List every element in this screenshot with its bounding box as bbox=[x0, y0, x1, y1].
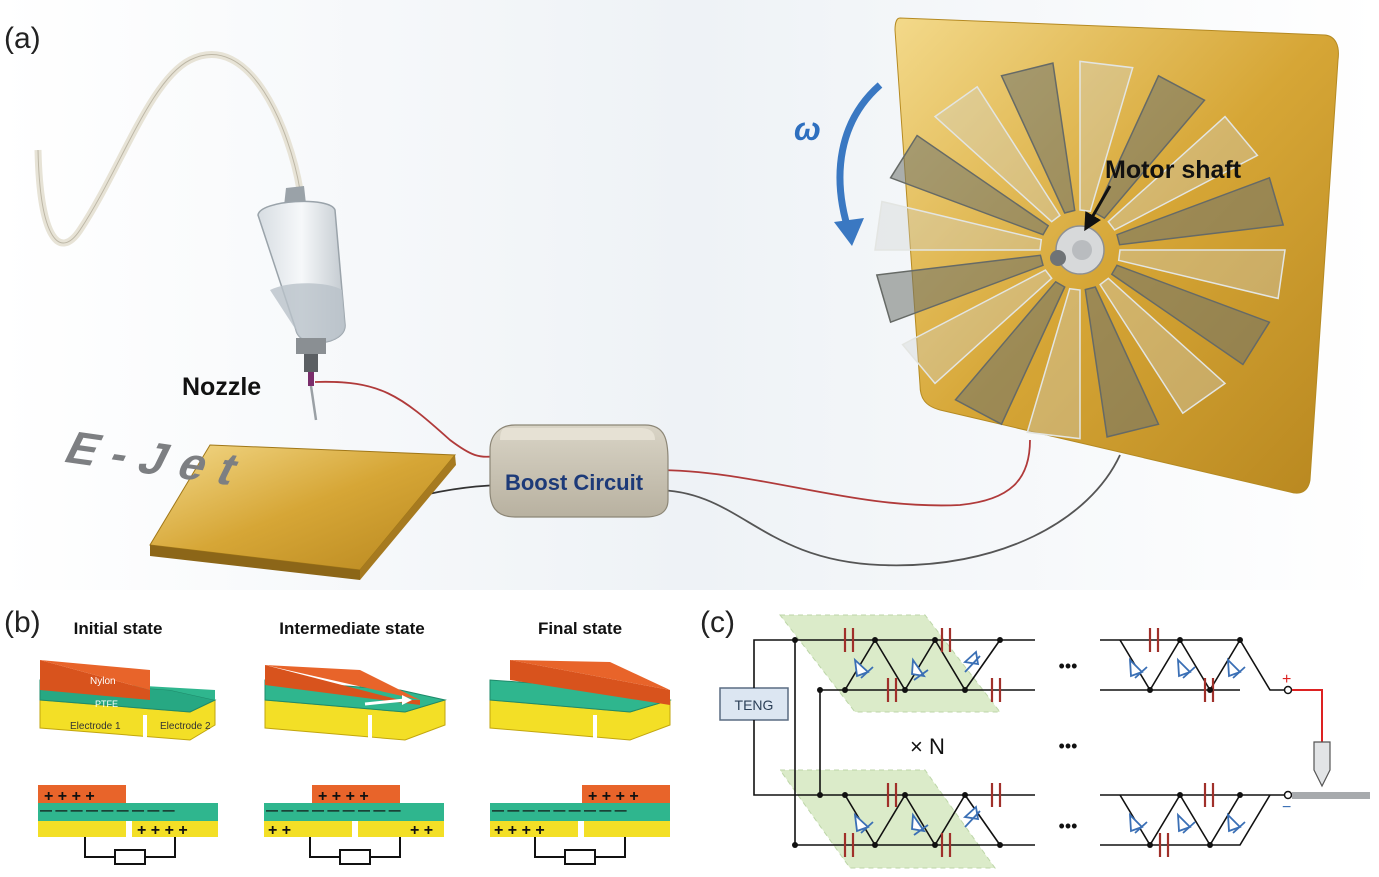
stage-multiplier: × N bbox=[910, 734, 945, 759]
boost-circuit-label: Boost Circuit bbox=[505, 470, 644, 495]
teng-rotor bbox=[874, 17, 1339, 494]
rotor-blade bbox=[874, 200, 1043, 251]
wire-motor-black bbox=[654, 454, 1121, 567]
charge-final: + + + + — — — — — — — — — + + + + bbox=[490, 785, 670, 865]
feed-tube-edge bbox=[37, 54, 301, 244]
ellipsis-top: ••• bbox=[1059, 656, 1078, 676]
omega-label: ω bbox=[794, 111, 821, 147]
teng-source-label: TENG bbox=[735, 697, 774, 713]
rotor-blade bbox=[875, 254, 1044, 324]
positive-sign: + bbox=[1282, 671, 1291, 688]
nozzle-label: Nozzle bbox=[182, 373, 261, 401]
charge-intermediate-bottom-right: + + bbox=[410, 822, 433, 839]
layer-ptfe-label: PTFE bbox=[95, 699, 118, 709]
panel-b: (b) Initial state Intermediate state Fin… bbox=[4, 606, 672, 865]
nozzle-symbol bbox=[1313, 741, 1331, 788]
syringe bbox=[257, 186, 346, 421]
rotor-blade bbox=[1084, 286, 1160, 438]
output-terminal-negative bbox=[1283, 790, 1293, 800]
rotation-arrow bbox=[836, 82, 883, 237]
state-intermediate-title: Intermediate state bbox=[279, 619, 425, 638]
charge-intermediate-dash: — — — — — — — — — bbox=[266, 803, 401, 817]
rotor-blade bbox=[1107, 115, 1259, 231]
rotor-blade bbox=[889, 134, 1050, 236]
ellipsis-bottom: ••• bbox=[1059, 816, 1078, 836]
charge-intermediate-top: + + + + bbox=[318, 788, 369, 805]
rotor-blade bbox=[1117, 249, 1286, 300]
rotor-blade bbox=[1079, 60, 1134, 213]
output-terminal-positive bbox=[1283, 685, 1293, 695]
motor-shaft-pointer bbox=[1084, 185, 1112, 232]
panel-a-label: (a) bbox=[4, 22, 41, 55]
syringe-cap bbox=[296, 338, 326, 354]
rotation-arrowhead bbox=[834, 218, 864, 246]
wire-nozzle-red bbox=[314, 380, 501, 458]
charge-initial: + + + + — — — — — — — — — + + + + bbox=[38, 785, 218, 865]
nozzle-tip bbox=[308, 372, 314, 386]
state-final-title: Final state bbox=[538, 619, 622, 638]
rotor-blade bbox=[1110, 264, 1271, 366]
rotor-blade bbox=[954, 280, 1066, 426]
stack-initial: Nylon PTFE Electrode 1 Electrode 2 bbox=[39, 660, 217, 741]
motor-shaft-label: Motor shaft bbox=[1105, 156, 1242, 184]
rotor-blade bbox=[1099, 277, 1227, 415]
stack-final bbox=[489, 660, 672, 741]
charge-intermediate: + + + + — — — — — — — — — + + + + bbox=[264, 785, 444, 865]
negative-sign: − bbox=[1282, 799, 1291, 816]
charge-initial-dash: — — — — — — — — — bbox=[40, 803, 175, 817]
state-initial-title: Initial state bbox=[74, 619, 163, 638]
substrate-symbol bbox=[1292, 792, 1370, 799]
output-wire-positive bbox=[1292, 689, 1323, 742]
ellipsis-middle: ••• bbox=[1059, 736, 1078, 756]
panel-b-label: (b) bbox=[4, 606, 41, 639]
layer-nylon-label: Nylon bbox=[90, 676, 116, 687]
rotor-blade bbox=[1026, 287, 1081, 440]
charge-initial-bottom: + + + + bbox=[137, 822, 188, 839]
wire-motor-red bbox=[654, 439, 1031, 507]
charge-final-bottom: + + + + bbox=[494, 822, 545, 839]
layer-electrode2-label: Electrode 2 bbox=[160, 721, 211, 732]
circuit-nodes bbox=[792, 637, 1243, 848]
rotor-blade bbox=[1116, 176, 1285, 246]
boost-circuit-box: Boost Circuit bbox=[489, 424, 669, 518]
stack-intermediate bbox=[264, 665, 447, 741]
rotor-blade bbox=[1000, 62, 1076, 214]
charge-initial-top: + + + + bbox=[44, 788, 95, 805]
panel-c-label: (c) bbox=[700, 606, 735, 639]
charge-final-dash: — — — — — — — — — bbox=[492, 803, 627, 817]
slide-arrow bbox=[364, 698, 406, 706]
rotor-blade bbox=[1094, 74, 1206, 220]
rotor-blade bbox=[901, 269, 1053, 385]
nozzle-needle bbox=[309, 385, 318, 421]
layer-electrode1-label: Electrode 1 bbox=[70, 721, 121, 732]
panel-a: (a) Nozzle E-Jet bbox=[0, 0, 1379, 590]
rotor-blade bbox=[933, 85, 1061, 223]
charge-final-top: + + + + bbox=[588, 788, 639, 805]
charge-intermediate-bottom-left: + + bbox=[268, 822, 291, 839]
diodes bbox=[853, 650, 1246, 836]
panel-c: (c) TENG bbox=[700, 606, 1370, 869]
